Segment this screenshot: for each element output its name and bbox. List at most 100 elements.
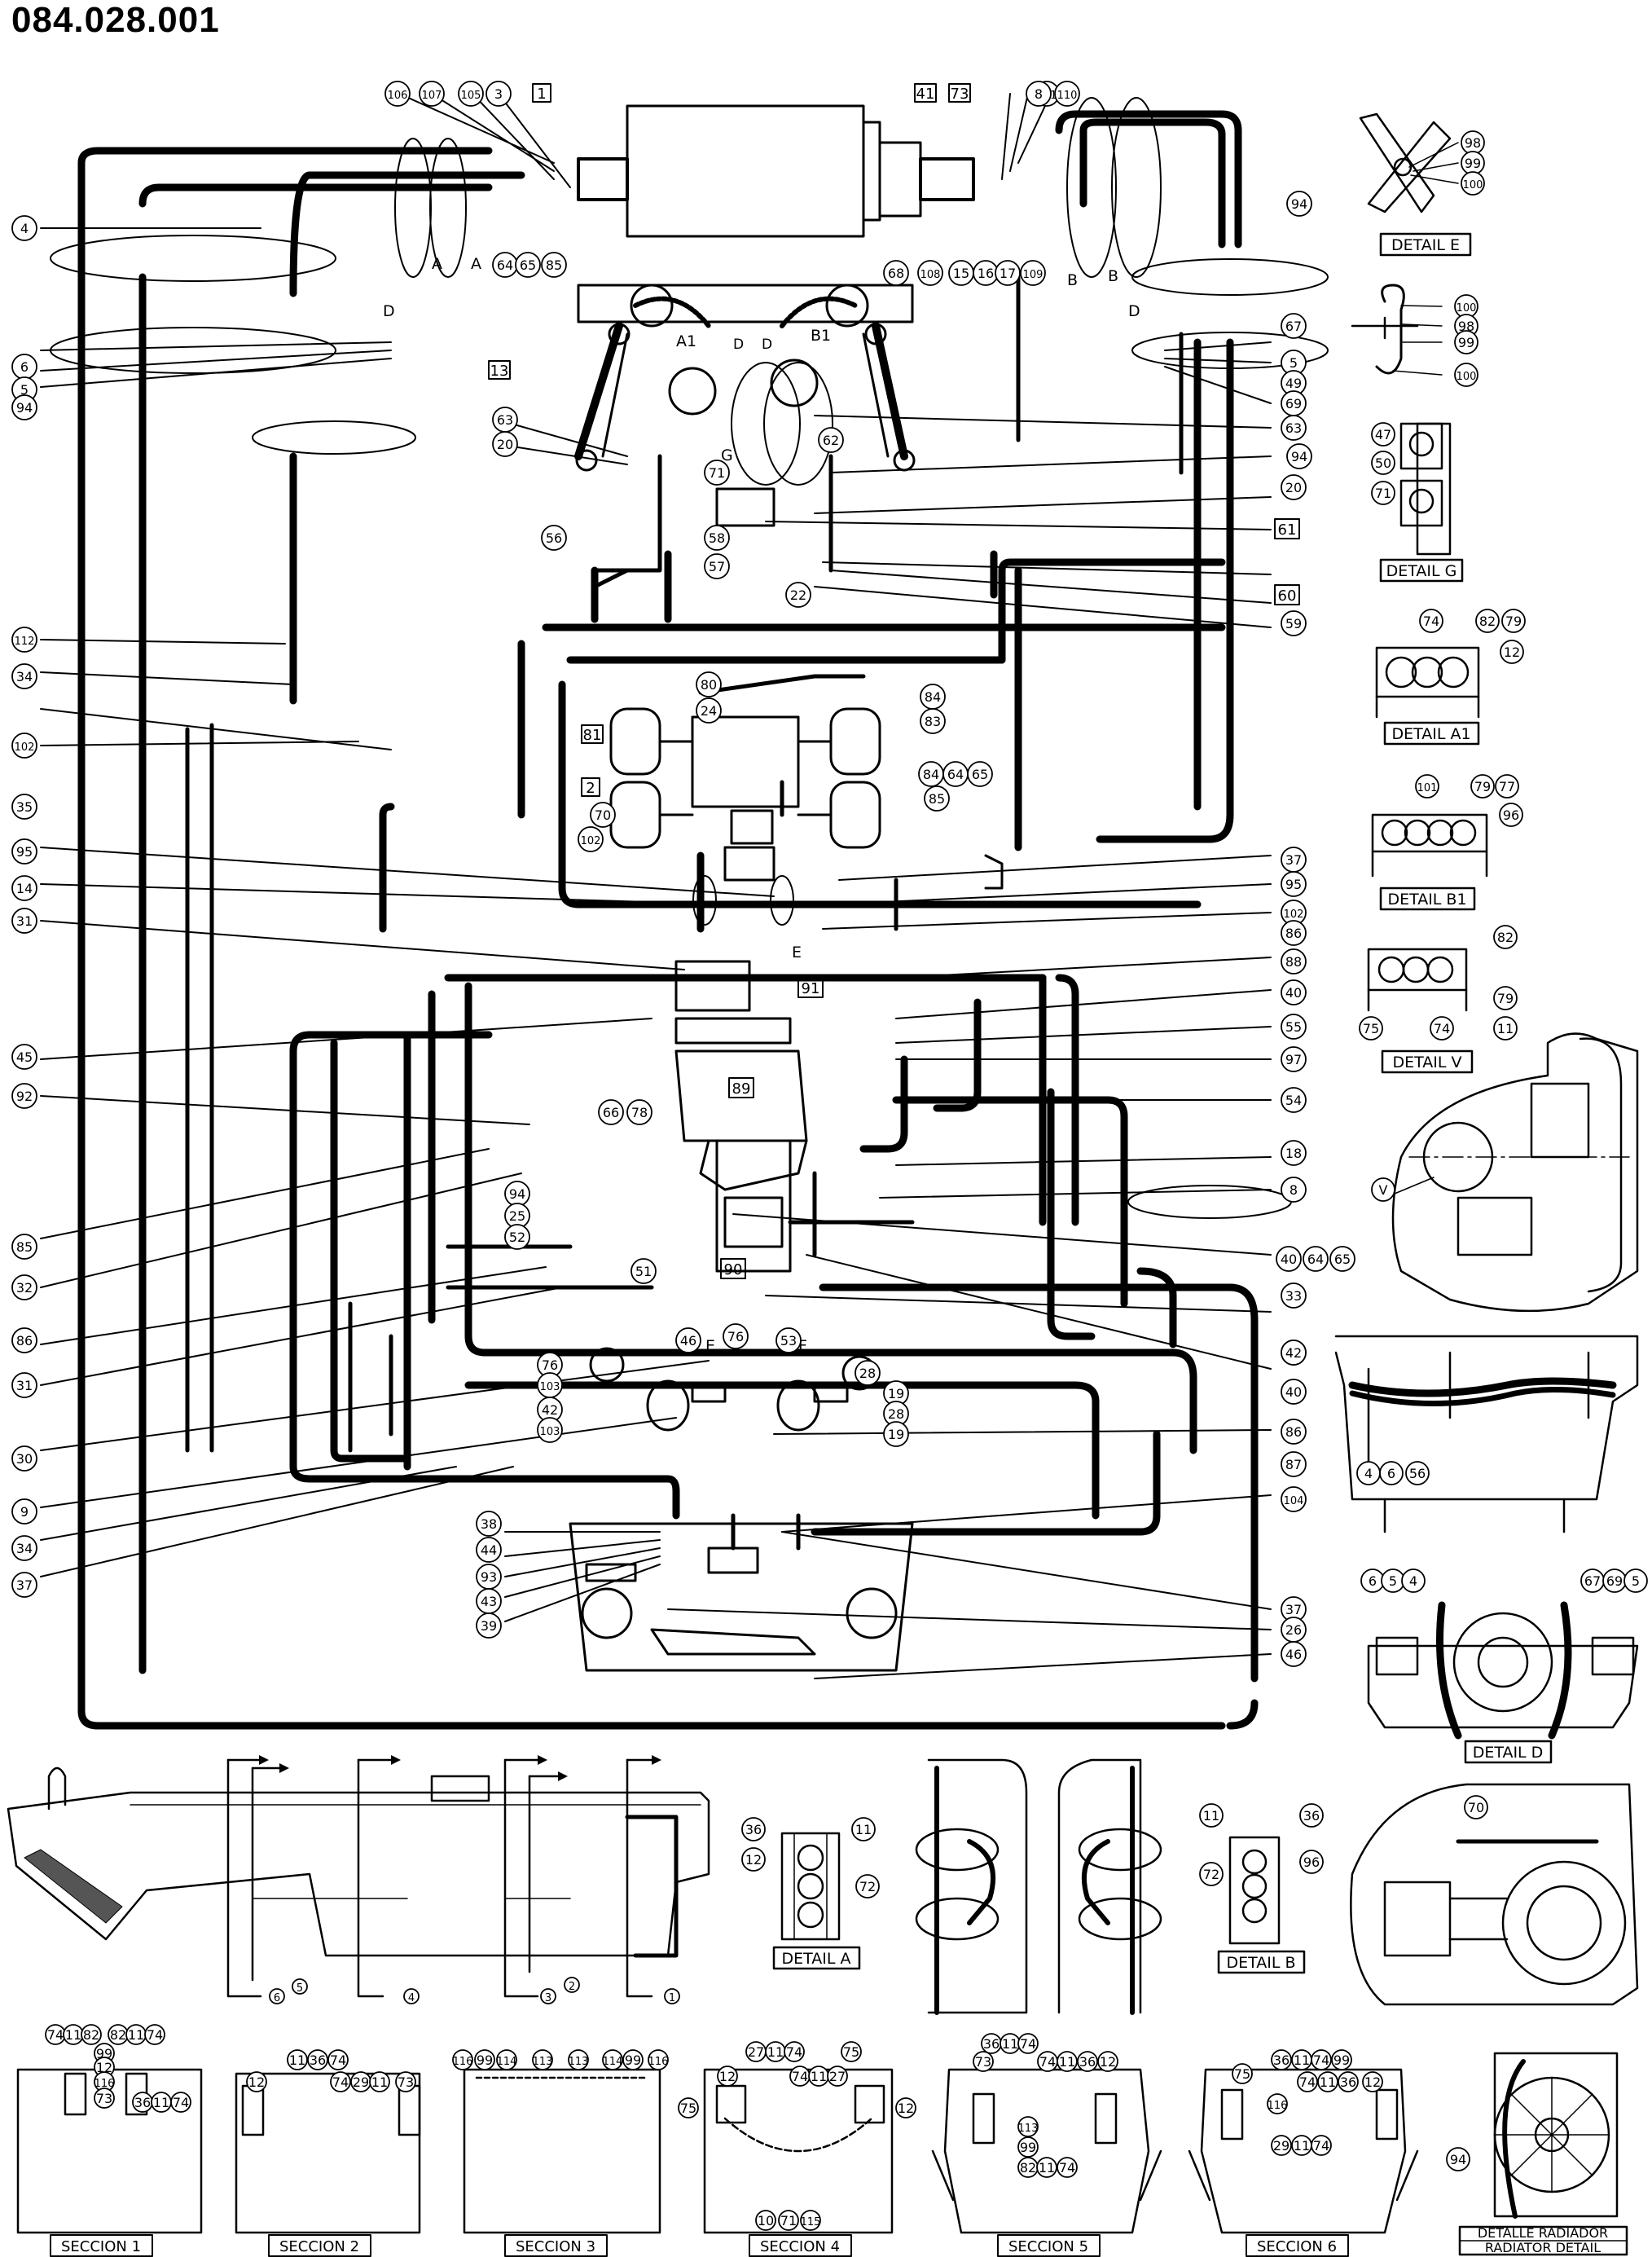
callout-balloon: 86 [1281,920,1307,946]
caption-detail-d: DETAIL D [1473,1744,1544,1762]
callout-balloon: 74 [1017,2033,1039,2054]
callout-balloon: 94 [1446,2147,1470,2171]
callout-balloon: 12 [895,2097,916,2118]
svg-text:68: 68 [888,266,904,281]
svg-text:76: 76 [542,1357,558,1373]
callout-balloon: 20 [1281,474,1307,500]
svg-text:93: 93 [481,1569,497,1585]
callout-balloon: 96 [1499,803,1523,827]
callout-balloon: 79 [1501,609,1526,633]
svg-text:108: 108 [920,269,941,281]
svg-text:B1: B1 [811,327,831,345]
svg-text:25: 25 [509,1208,525,1224]
svg-text:64: 64 [1307,1252,1324,1267]
callout-balloon: 108 [917,260,943,286]
callout-balloon: 54 [1281,1087,1307,1113]
svg-text:11: 11 [1059,2054,1075,2070]
callout-balloon: 47 [1371,422,1395,447]
callout-balloon: 34 [11,663,37,689]
svg-text:12: 12 [248,2074,265,2090]
boxed-ref-81: 81 [583,727,602,744]
svg-text:99: 99 [1020,2140,1036,2155]
svg-text:73: 73 [96,2091,112,2106]
svg-text:11: 11 [1497,1021,1514,1036]
callout-balloon: 87 [1281,1451,1307,1477]
callout-balloon: 5 [1623,1568,1648,1593]
svg-text:11: 11 [289,2052,305,2068]
callout-balloon: 71 [1371,481,1395,505]
callout-balloon: 34 [11,1535,37,1561]
callout-balloon: 114 [602,2049,623,2070]
svg-text:114: 114 [603,2056,623,2068]
callout-balloon: 3 [485,81,512,107]
callout-balloon: 12 [1097,2051,1118,2072]
callout-balloon: 50 [1371,451,1395,475]
callout-balloon: 82 [1493,925,1518,949]
svg-text:74: 74 [1020,2036,1036,2052]
svg-text:113: 113 [569,2056,589,2068]
svg-text:74: 74 [1434,1021,1450,1036]
svg-text:3: 3 [494,86,503,102]
callout-balloon: 36 [132,2092,153,2113]
svg-text:79: 79 [1474,779,1491,794]
svg-text:57: 57 [709,559,725,574]
callout-balloon: 110 [1054,81,1080,107]
svg-text:32: 32 [16,1280,33,1296]
svg-text:28: 28 [888,1406,904,1422]
svg-text:26: 26 [1285,1622,1302,1638]
svg-text:V: V [1379,1182,1388,1198]
callout-balloon: 65 [1329,1246,1355,1272]
callout-balloon: 75 [841,2041,862,2062]
svg-text:40: 40 [1281,1252,1297,1267]
callout-balloon: 74 [789,2066,811,2087]
svg-text:G: G [721,447,733,464]
svg-text:11: 11 [371,2074,388,2090]
svg-text:3: 3 [545,1992,551,2004]
svg-text:11: 11 [811,2069,827,2084]
svg-text:74: 74 [1313,2138,1329,2154]
callout-balloon: 109 [1020,260,1046,286]
svg-text:11: 11 [128,2027,144,2043]
svg-text:F: F [798,1337,807,1355]
svg-text:12: 12 [1100,2054,1116,2070]
svg-text:74: 74 [786,2044,802,2060]
svg-text:74: 74 [47,2027,64,2043]
svg-text:19: 19 [888,1386,904,1401]
callout-balloon: 11 [1036,2157,1057,2178]
callout-balloon: 113 [1017,2116,1039,2137]
svg-text:107: 107 [422,90,442,102]
svg-text:11: 11 [1320,2074,1336,2090]
callout-balloon: 24 [696,697,722,724]
svg-text:D: D [383,302,395,320]
callout-balloon: 106 [384,81,411,107]
svg-text:75: 75 [680,2101,696,2116]
callout-balloon: 12 [1362,2071,1383,2092]
svg-text:5: 5 [1389,1573,1397,1589]
callout-balloon: 74 [1311,2049,1332,2070]
callout-balloon: 12 [741,1847,766,1872]
callout-balloon: 74 [170,2092,191,2113]
svg-text:74: 74 [1059,2160,1075,2176]
callout-balloon: 100 [1461,171,1485,196]
svg-text:56: 56 [546,530,562,546]
svg-text:84: 84 [925,689,941,705]
svg-text:42: 42 [542,1402,558,1418]
svg-text:73: 73 [975,2054,991,2070]
svg-text:84: 84 [923,767,939,782]
callout-balloon: 36 [1271,2049,1292,2070]
svg-text:12: 12 [96,2060,112,2075]
svg-text:A: A [471,255,481,273]
svg-text:27: 27 [748,2044,764,2060]
svg-text:105: 105 [461,90,481,102]
callout-balloon: 99 [1331,2049,1352,2070]
callout-balloon: V [1371,1177,1395,1202]
caption-detail-a: DETAIL A [782,1950,851,1968]
svg-text:71: 71 [1375,486,1391,501]
callout-balloon: 94 [1286,443,1312,469]
callout-balloon: 74 [330,2071,351,2092]
callout-balloon: 11 [765,2041,786,2062]
callout-balloon: 46 [675,1327,701,1353]
callout-balloon: 5 [1381,1568,1405,1593]
svg-text:12: 12 [745,1852,762,1868]
callout-balloon: 26 [1281,1617,1307,1643]
